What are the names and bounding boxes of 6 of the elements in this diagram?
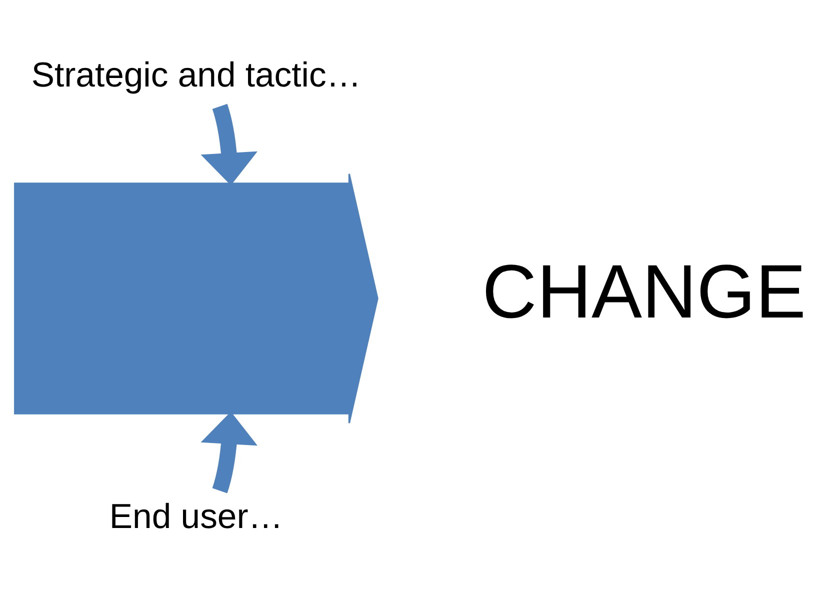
node-text: Strategic and tactic… [31, 56, 362, 95]
node-text: CHANGE [482, 249, 806, 334]
node-arrow [14, 173, 378, 424]
arrow [200, 104, 258, 186]
node-text: End user… [109, 498, 283, 536]
arrow [200, 412, 258, 494]
